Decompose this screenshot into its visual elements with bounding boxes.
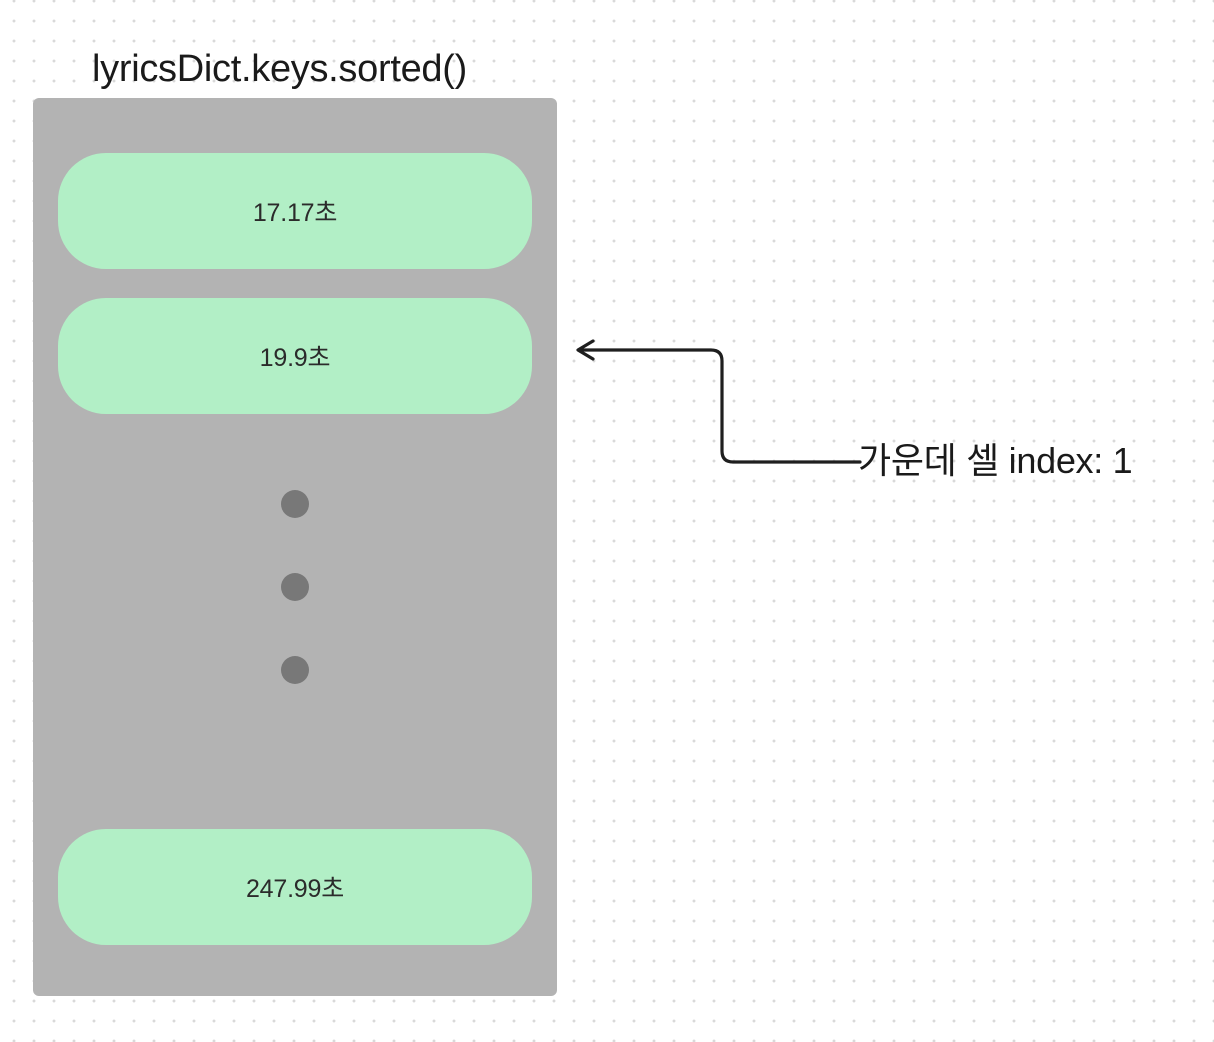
cell-label: 19.9초 (259, 344, 331, 372)
ellipsis-dot (281, 490, 309, 518)
table-row[interactable]: 17.17초 (58, 153, 532, 269)
page-title: lyricsDict.keys.sorted() (92, 48, 467, 90)
table-container: 17.17초 19.9초 247.99초 (33, 98, 557, 996)
cell-label: 17.17초 (252, 199, 338, 227)
ellipsis-dot (281, 656, 309, 684)
ellipsis-dot (281, 573, 309, 601)
cell-label: 247.99초 (245, 875, 345, 903)
annotation-label: 가운데 셀 index: 1 (858, 440, 1133, 481)
annotation-connector-arrow-icon (576, 339, 862, 464)
table-row[interactable]: 19.9초 (58, 298, 532, 414)
table-row[interactable]: 247.99초 (58, 829, 532, 945)
vertical-ellipsis-icon (281, 490, 309, 690)
